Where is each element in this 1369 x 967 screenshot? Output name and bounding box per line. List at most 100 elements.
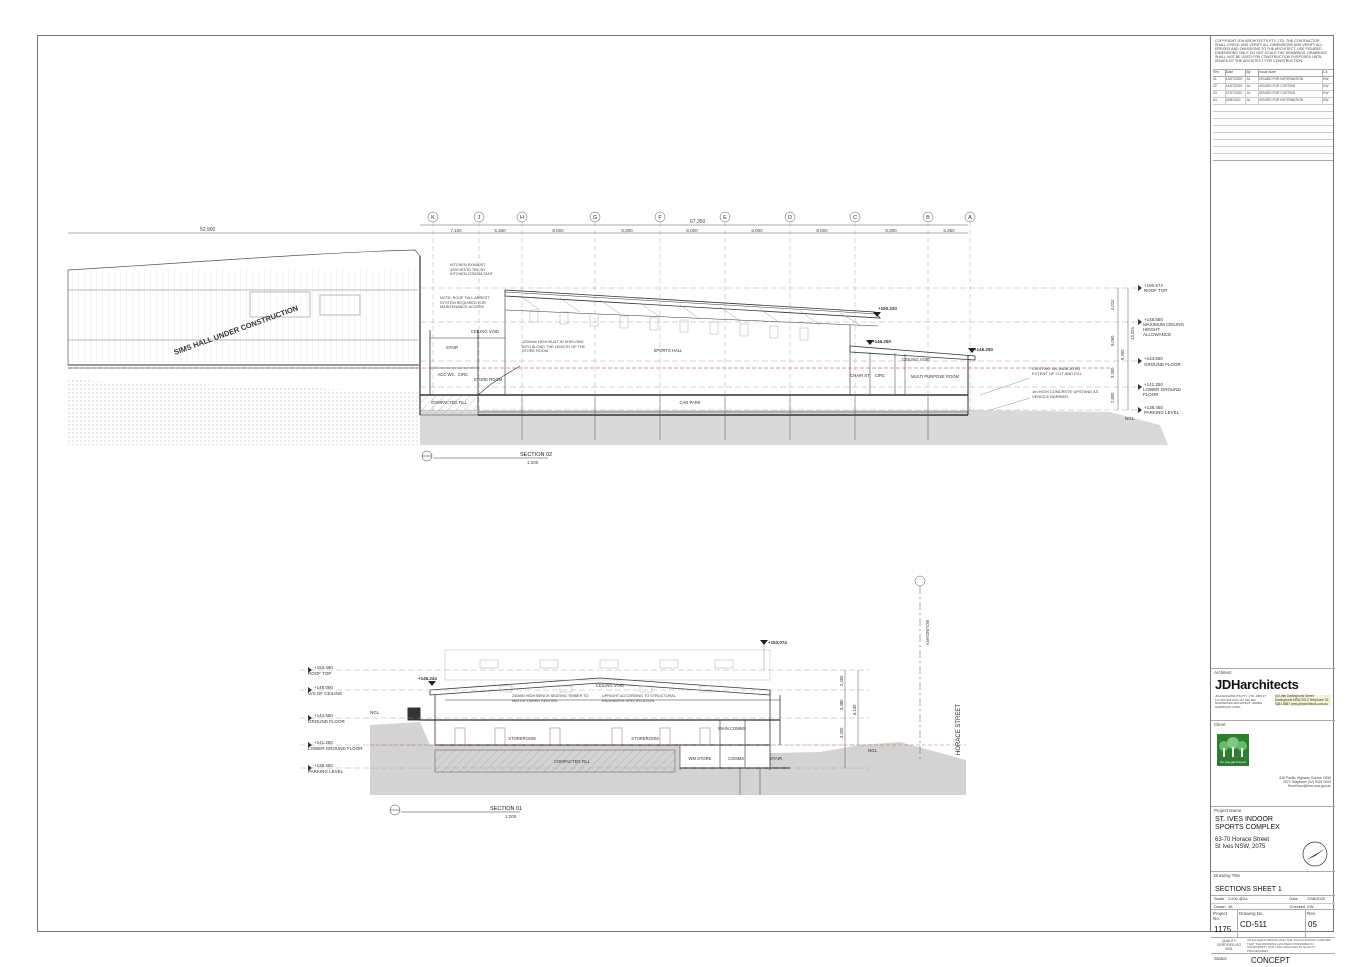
rev-header-rev: Rev bbox=[1213, 70, 1226, 76]
tag-ground-right: +146.250 bbox=[974, 347, 993, 352]
gridline-spacings: 7,100 5,350 8,000 8,000 8,000 8,000 8,00… bbox=[450, 228, 955, 233]
project-no-label: Project No. bbox=[1213, 911, 1228, 921]
checked-value: KW bbox=[1307, 904, 1314, 909]
project-section: Project Name ST. IVES INDOOR SPORTS COMP… bbox=[1211, 806, 1335, 871]
rev-header-ck: Ck bbox=[1323, 70, 1328, 74]
level-rl-lower: +141.250 bbox=[1144, 382, 1163, 387]
drawing-no: CD-511 bbox=[1240, 920, 1267, 929]
svg-text:J: J bbox=[478, 215, 481, 221]
drawn-value: JA bbox=[1227, 904, 1233, 909]
section01-room-labels: CEILING VOID STOREROOM STOREROOM COMPACT… bbox=[508, 683, 782, 764]
note-barrier: 1m HIGH CONCRETE UPSTAND AS VEHICLE BARR… bbox=[1032, 389, 1099, 399]
section02-title: SECTION 02 1:200 bbox=[421, 450, 552, 465]
sims-hall: SIMS HALL UNDER CONSTRUCTION bbox=[67, 249, 421, 369]
section01-title: SECTION 01 1:200 bbox=[389, 804, 522, 819]
s1-left-tag: +146.244 bbox=[418, 676, 437, 681]
client-address: 818 Pacific Highway Gordon NSW 2072 Tele… bbox=[1279, 776, 1331, 788]
architect-section: Architect JDHarchitects JDH ARCHITECTS P… bbox=[1211, 668, 1335, 718]
rev-row: 03 27/07/2020 JA ISSUED FOR COSTING KW bbox=[1213, 91, 1333, 98]
section02-notes: KITCHEN EXHAUST 4200 HOOD TBC BY KITCHEN… bbox=[440, 263, 1099, 411]
svg-text:A: A bbox=[968, 215, 972, 221]
svg-text:8,000: 8,000 bbox=[686, 228, 698, 233]
svg-text:5,350: 5,350 bbox=[943, 228, 955, 233]
level-name-roof: ROOF TOP bbox=[1144, 288, 1167, 293]
section02-room-labels: SPORTS HALL CAR PARK COMPACTED FILL CEIL… bbox=[431, 329, 960, 405]
svg-text:5,060: 5,060 bbox=[1110, 335, 1115, 346]
svg-text:2,450: 2,450 bbox=[839, 675, 844, 686]
section02-scale: 1:200 bbox=[527, 460, 539, 465]
note-existing: EXISTING N/L INDICATED EXTENT OF CUT AND… bbox=[1032, 366, 1083, 376]
svg-text:CEILING VOID: CEILING VOID bbox=[596, 683, 624, 688]
date-label: Date bbox=[1289, 896, 1298, 901]
street-label: HORACE STREET bbox=[956, 704, 962, 755]
svg-text:C: C bbox=[853, 215, 857, 221]
gridline-a: A bbox=[964, 211, 976, 415]
svg-text:GROUND FLOOR: GROUND FLOOR bbox=[308, 719, 346, 724]
room-compacted-fill: COMPACTED FILL bbox=[431, 400, 468, 405]
level-name-ceiling: MAXIMUM CEILING HEIGHT ALLOWANCE bbox=[1143, 322, 1185, 336]
svg-text:E: E bbox=[723, 215, 727, 221]
svg-text:8,130: 8,130 bbox=[852, 704, 857, 715]
svg-text:4,024: 4,024 bbox=[1110, 299, 1115, 310]
svg-text:8,000: 8,000 bbox=[552, 228, 564, 233]
rev-label: Rev. bbox=[1307, 911, 1316, 916]
svg-text:F: F bbox=[658, 215, 662, 221]
gridline-bubbles: K J H G F E D C B A bbox=[427, 211, 976, 415]
rev-header-date: Date bbox=[1226, 70, 1247, 76]
svg-text:H: H bbox=[520, 215, 524, 221]
revision-table: Rev Date By Issue Note Ck 01 10/07/2020 … bbox=[1213, 69, 1333, 187]
room-store: STORE ROOM bbox=[474, 377, 503, 382]
note-bench: 240MM HIGH BENCH SEATING TIMBER TO MATCH… bbox=[512, 694, 589, 703]
svg-text:+144.550: +144.550 bbox=[314, 713, 333, 718]
level-name-parking: PARKING LEVEL bbox=[1144, 410, 1180, 415]
gridline-dims: 52,900 67,350 bbox=[68, 219, 968, 234]
svg-text:ROOF TOP: ROOF TOP bbox=[308, 671, 331, 676]
date-value: 2/08/2020 bbox=[1307, 896, 1326, 901]
section02-title-text: SECTION 02 bbox=[520, 452, 552, 458]
title-block: COPYRIGHT JDH ARCHITECTS PTY. LTD. THE C… bbox=[1210, 35, 1335, 965]
svg-text:8,000: 8,000 bbox=[751, 228, 763, 233]
svg-text:WM STORE: WM STORE bbox=[689, 756, 712, 761]
level-rl-ground: +144.550 bbox=[1144, 356, 1163, 361]
client-logo-text: Ku-ring-gai Council bbox=[1220, 760, 1246, 764]
scale-value: 1:200 @A1 bbox=[1227, 896, 1248, 901]
room-ceiling-void-2: CEILING VOID bbox=[902, 357, 930, 362]
level-rl-parking: +138.450 bbox=[1144, 405, 1163, 410]
svg-text:MAIN COMMS: MAIN COMMS bbox=[718, 726, 746, 731]
architect-label: Architect bbox=[1214, 670, 1232, 675]
level-name-lower: LOWER GROUND FLOOR bbox=[1143, 387, 1181, 397]
drawn-label: Drawn bbox=[1214, 904, 1226, 909]
svg-text:U/S OF CEILING: U/S OF CEILING bbox=[308, 691, 343, 696]
ground-mass-right bbox=[420, 410, 1168, 445]
tag-ground-mid: +146.250 bbox=[872, 339, 891, 344]
rev-row: 04 2/08/2020 JA ISSUED FOR INFORMATION K… bbox=[1213, 98, 1333, 105]
room-car-park: CAR PARK bbox=[679, 400, 700, 405]
checked-label: Checked bbox=[1289, 904, 1306, 909]
note-kitchen: KITCHEN EXHAUST 4200 HOOD TBC BY KITCHEN… bbox=[450, 263, 493, 276]
room-ceiling-void: CEILING VOID bbox=[471, 329, 499, 334]
status-value: CONCEPT bbox=[1251, 956, 1291, 965]
room-acc-wc: ACC WC bbox=[438, 372, 455, 377]
svg-text:K: K bbox=[431, 215, 435, 221]
quality-cert: QUALITY CERTIFIED ISO 9001 bbox=[1217, 939, 1241, 951]
svg-text:7,100: 7,100 bbox=[450, 228, 462, 233]
status-label: Status bbox=[1214, 956, 1227, 961]
svg-text:COMPACTED FILL: COMPACTED FILL bbox=[554, 759, 591, 764]
firm-logo: JDHarchitects bbox=[1215, 677, 1299, 692]
gridline-d: D bbox=[784, 211, 796, 415]
s1-top-tag: +153,074 bbox=[768, 640, 787, 645]
copyright-note: COPYRIGHT JDH ARCHITECTS PTY. LTD. THE C… bbox=[1215, 39, 1327, 63]
svg-text:8,000: 8,000 bbox=[621, 228, 633, 233]
svg-text:STOREROOM: STOREROOM bbox=[508, 736, 536, 741]
gridline-e: E bbox=[719, 211, 731, 415]
client-section: Client Ku-ring-gai Council 818 Pacific H… bbox=[1211, 720, 1335, 810]
room-stair: STAIR bbox=[446, 345, 458, 350]
gridline-h: H bbox=[516, 211, 528, 415]
scale-label: Scale bbox=[1214, 896, 1225, 901]
gridline-f: F bbox=[654, 211, 666, 415]
svg-text:+141.250: +141.250 bbox=[314, 740, 333, 745]
gridline-c: C bbox=[849, 211, 861, 415]
svg-text:LOWER GROUND FLOOR: LOWER GROUND FLOOR bbox=[308, 746, 363, 751]
rev-row: 01 10/07/2020 JA ISSUED FOR INFORMATION … bbox=[1213, 77, 1333, 84]
